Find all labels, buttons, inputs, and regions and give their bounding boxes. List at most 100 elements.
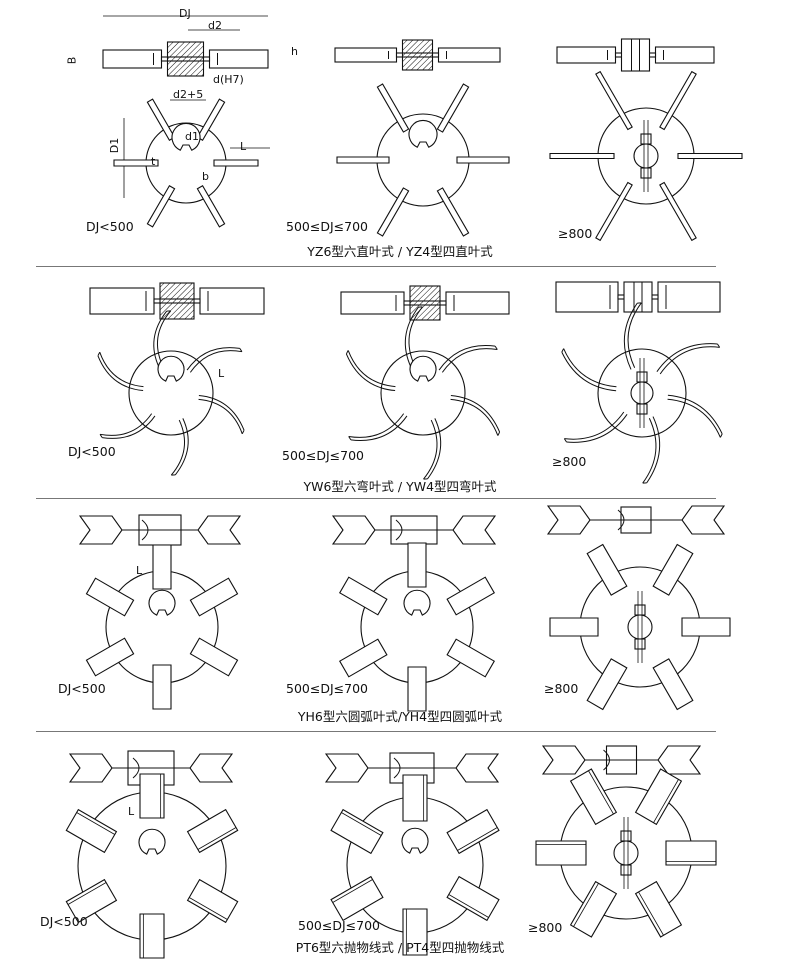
pt-dim-l: L [128,805,135,818]
side-arc-blade [546,505,591,535]
side-arc-blade [455,753,500,783]
split-bore [613,840,639,866]
yh-size-medium: 500≤DJ≤700 [286,681,368,696]
straight-blade [677,152,743,160]
side-blade-left [102,49,163,69]
curved-blade-tip [497,431,501,436]
curved-blade-edge [441,348,498,373]
straight-blade [659,70,697,131]
curved-blade-edge [350,415,408,441]
blade-plate [65,808,118,854]
yz-top-small [113,98,259,228]
yh-dim-l: L [136,564,143,577]
blade-curve-line [588,770,614,815]
split-key [634,604,646,616]
side-hub-hatched [401,39,434,71]
curved-blade-edge [564,411,625,440]
pt-section [65,745,717,959]
blade-curve-line [67,882,107,905]
curved-blade-edge [97,355,144,392]
yh-side-medium [331,515,497,545]
yz-top-medium [336,83,510,237]
straight-blade [376,83,410,133]
blade-plate [186,808,239,854]
dim-dj: DJ [179,7,191,20]
yh-top-large [549,543,731,711]
yz-side-large [556,38,715,72]
blade-curve-line [653,779,679,823]
blade-plate [569,768,618,826]
straight-blade [213,159,259,167]
blade-plate [681,617,731,637]
blade-plate [402,908,428,956]
side-blade-left [334,47,398,63]
blade-plate [446,808,500,855]
side-arc-blade [324,753,369,783]
blade-plate [549,617,599,637]
split-key [636,403,648,415]
key-bore [408,119,438,148]
yh-size-large: ≥800 [544,681,579,696]
dim-t: t [151,155,156,168]
blade-plate [189,577,239,617]
blade-plate [586,658,628,711]
side-arc-blade [68,753,113,783]
blade-plate [652,543,694,596]
curved-blade-edge [189,350,243,373]
side-blade-left [555,281,619,313]
side-blade-right [657,281,721,313]
side-arc-blade [189,753,234,783]
blade-curve-line [573,883,599,927]
straight-blade [146,98,176,142]
side-arc-blade [197,515,242,545]
curved-blade-edge [408,306,423,367]
curved-blade-edge [646,416,661,484]
side-blade-left [556,46,617,64]
yw-size-small: DJ<500 [68,444,116,459]
yz-side-medium [334,39,501,71]
side-arc-blade [657,745,702,775]
yw-caption: YW6型六弯叶式 / YW4型四弯叶式 [303,479,497,494]
straight-blade [659,181,697,242]
yh-top-small [85,544,239,710]
curved-blade-edge [427,418,442,480]
yw-top-small [97,310,245,476]
straight-blade [456,156,510,164]
blade-curve-line [448,894,489,918]
yh-side-large [546,505,726,535]
curved-blade-tip [494,345,498,350]
blade-plate [339,576,388,616]
pt-caption: PT6型六抛物线式 / PT4型四抛物线式 [295,940,505,955]
blade-plate [535,840,587,866]
separator-2 [36,498,716,499]
side-hub-hatched [409,285,441,321]
blade-plate [446,638,495,678]
blade-plate [339,638,388,678]
curved-blade-edge [170,419,186,476]
dim-h: h [291,45,298,58]
pt-size-medium: 500≤DJ≤700 [298,918,380,933]
straight-blade [113,159,159,167]
yz-size-medium: 500≤DJ≤700 [286,219,368,234]
yw-size-medium: 500≤DJ≤700 [282,448,364,463]
yz-size-small: DJ<500 [86,219,134,234]
blade-curve-line [332,879,373,903]
blade-plate [634,768,683,826]
blade-plate [407,542,427,588]
hub-disk [360,570,474,684]
hub-disk [380,350,466,436]
pt-size-small: DJ<500 [40,914,88,929]
blade-plate [152,544,172,590]
blade-plate [189,637,239,677]
curved-blade-edge [153,310,168,368]
curved-blade-edge [563,348,617,388]
dim-d-h7: d(H7) [213,73,244,86]
blade-plate [330,808,384,855]
yw-top-medium [345,306,501,480]
side-blade-right [437,47,501,63]
blade-plate [446,875,500,922]
yw-dim-l: L [218,367,225,380]
curved-blade-tip [97,351,101,356]
curved-blade-edge [642,418,657,484]
